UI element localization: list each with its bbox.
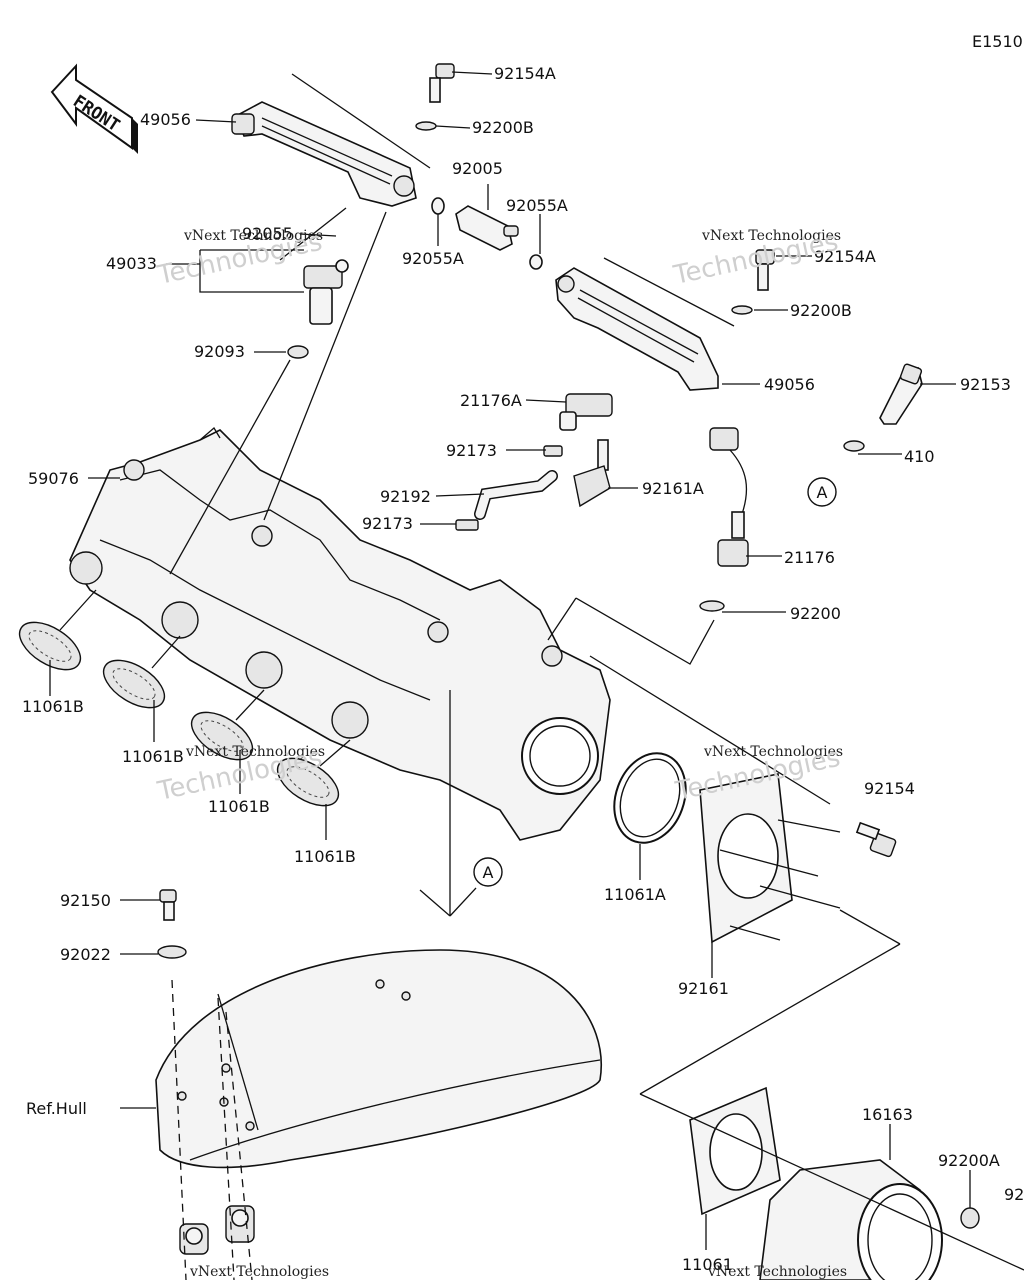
- washer-92200A: [960, 1207, 980, 1229]
- bolt-92154: [855, 821, 897, 858]
- label-92200B-top: 92200B: [472, 118, 534, 137]
- gasket-11061B-4: [276, 757, 340, 807]
- label-ref-hull: Ref.Hull: [26, 1099, 87, 1118]
- label-11061B-1: 11061B: [22, 697, 84, 716]
- gasket-11061: [689, 1086, 781, 1216]
- intake-manifold-59076: [69, 427, 611, 841]
- label-92-cut: 92: [1004, 1185, 1024, 1204]
- watermark-3-small: vNext Technologies: [185, 744, 325, 760]
- washer-92022: [157, 945, 187, 959]
- washer-92200B-top: [415, 121, 437, 131]
- label-49033: 49033: [106, 254, 157, 273]
- bolt-92150: [159, 889, 177, 921]
- label-11061B-4: 11061B: [294, 847, 356, 866]
- label-21176: 21176: [784, 548, 835, 567]
- label-92154A-mid: 92154A: [814, 247, 876, 266]
- mount-bracket: [179, 1205, 255, 1255]
- watermark-4-small: vNext Technologies: [703, 744, 843, 760]
- watermark-5-small: vNext Technologies: [189, 1264, 329, 1280]
- label-16163: 16163: [862, 1105, 913, 1124]
- label-11061B-2: 11061B: [122, 747, 184, 766]
- gasket-11061B-2: [102, 659, 166, 709]
- label-92161A: 92161A: [642, 479, 704, 498]
- sensor-21176A: [559, 393, 613, 431]
- injector-49033: [303, 259, 349, 325]
- watermark-2-small: vNext Technologies: [701, 228, 841, 244]
- joint-92005: [455, 205, 519, 251]
- label-92154: 92154: [864, 779, 915, 798]
- clamp-92173-b: [455, 519, 479, 531]
- front-arrow: FRONT: [50, 63, 138, 154]
- label-92200A: 92200A: [938, 1151, 1000, 1170]
- gasket-11061B-1: [18, 621, 82, 671]
- callout-a-bottom-letter: A: [483, 863, 494, 882]
- o-ring-92055A-right: [529, 254, 543, 270]
- throttle-body-16163: [759, 1159, 943, 1280]
- watermark-1-small: vNext Technologies: [183, 228, 323, 244]
- label-59076: 59076: [28, 469, 79, 488]
- label-92055A-left: 92055A: [402, 249, 464, 268]
- clamp-92173-a: [543, 445, 563, 457]
- label-11061B-3: 11061B: [208, 797, 270, 816]
- fitting-92161A: [573, 439, 611, 508]
- label-92150: 92150: [60, 891, 111, 910]
- fuel-rail-right: [555, 267, 719, 391]
- washer-92200: [699, 600, 725, 612]
- label-410: 410: [904, 447, 935, 466]
- label-11061: 11061: [682, 1255, 733, 1274]
- seal-92093: [287, 345, 309, 359]
- label-49056-left: 49056: [140, 110, 191, 129]
- label-49056-right: 49056: [764, 375, 815, 394]
- bolt-92153: [879, 363, 923, 425]
- part-labels: 92154A 92200B 49056 92005 92055A 92055A …: [22, 64, 1024, 1274]
- washer-92200B-mid: [731, 305, 753, 315]
- spacer-plate-92161: [699, 773, 841, 944]
- gasket-11061B-3: [190, 711, 254, 761]
- label-92055: 92055: [242, 224, 293, 243]
- label-92022: 92022: [60, 945, 111, 964]
- label-92161: 92161: [678, 979, 729, 998]
- label-92173-a: 92173: [446, 441, 497, 460]
- label-92192: 92192: [380, 487, 431, 506]
- label-92200: 92200: [790, 604, 841, 623]
- label-92154A-top: 92154A: [494, 64, 556, 83]
- gasket-11061A: [613, 752, 687, 844]
- label-92093: 92093: [194, 342, 245, 361]
- label-92055A-right: 92055A: [506, 196, 568, 215]
- label-11061A: 11061A: [604, 885, 666, 904]
- label-92200B-mid: 92200B: [790, 301, 852, 320]
- fuel-rail-left: [231, 101, 417, 207]
- o-ring-92055A-left: [431, 197, 445, 215]
- watermark-6-small: vNext Technologies: [707, 1264, 847, 1280]
- washer-410: [843, 440, 865, 452]
- bolt-92154A-mid: [755, 249, 775, 291]
- bolt-92154A-top: [429, 63, 455, 103]
- label-21176A: 21176A: [460, 391, 522, 410]
- callout-a-top: A: [807, 477, 837, 507]
- callout-a-bottom: A: [473, 857, 503, 887]
- diagram-code: E1510: [972, 32, 1023, 51]
- callout-a-top-letter: A: [817, 483, 828, 502]
- hull-reference: [155, 949, 602, 1169]
- label-92173-b: 92173: [362, 514, 413, 533]
- label-92005: 92005: [452, 159, 503, 178]
- label-92153: 92153: [960, 375, 1011, 394]
- sensor-21176: [709, 427, 749, 567]
- leader-lines: [49, 71, 1024, 1280]
